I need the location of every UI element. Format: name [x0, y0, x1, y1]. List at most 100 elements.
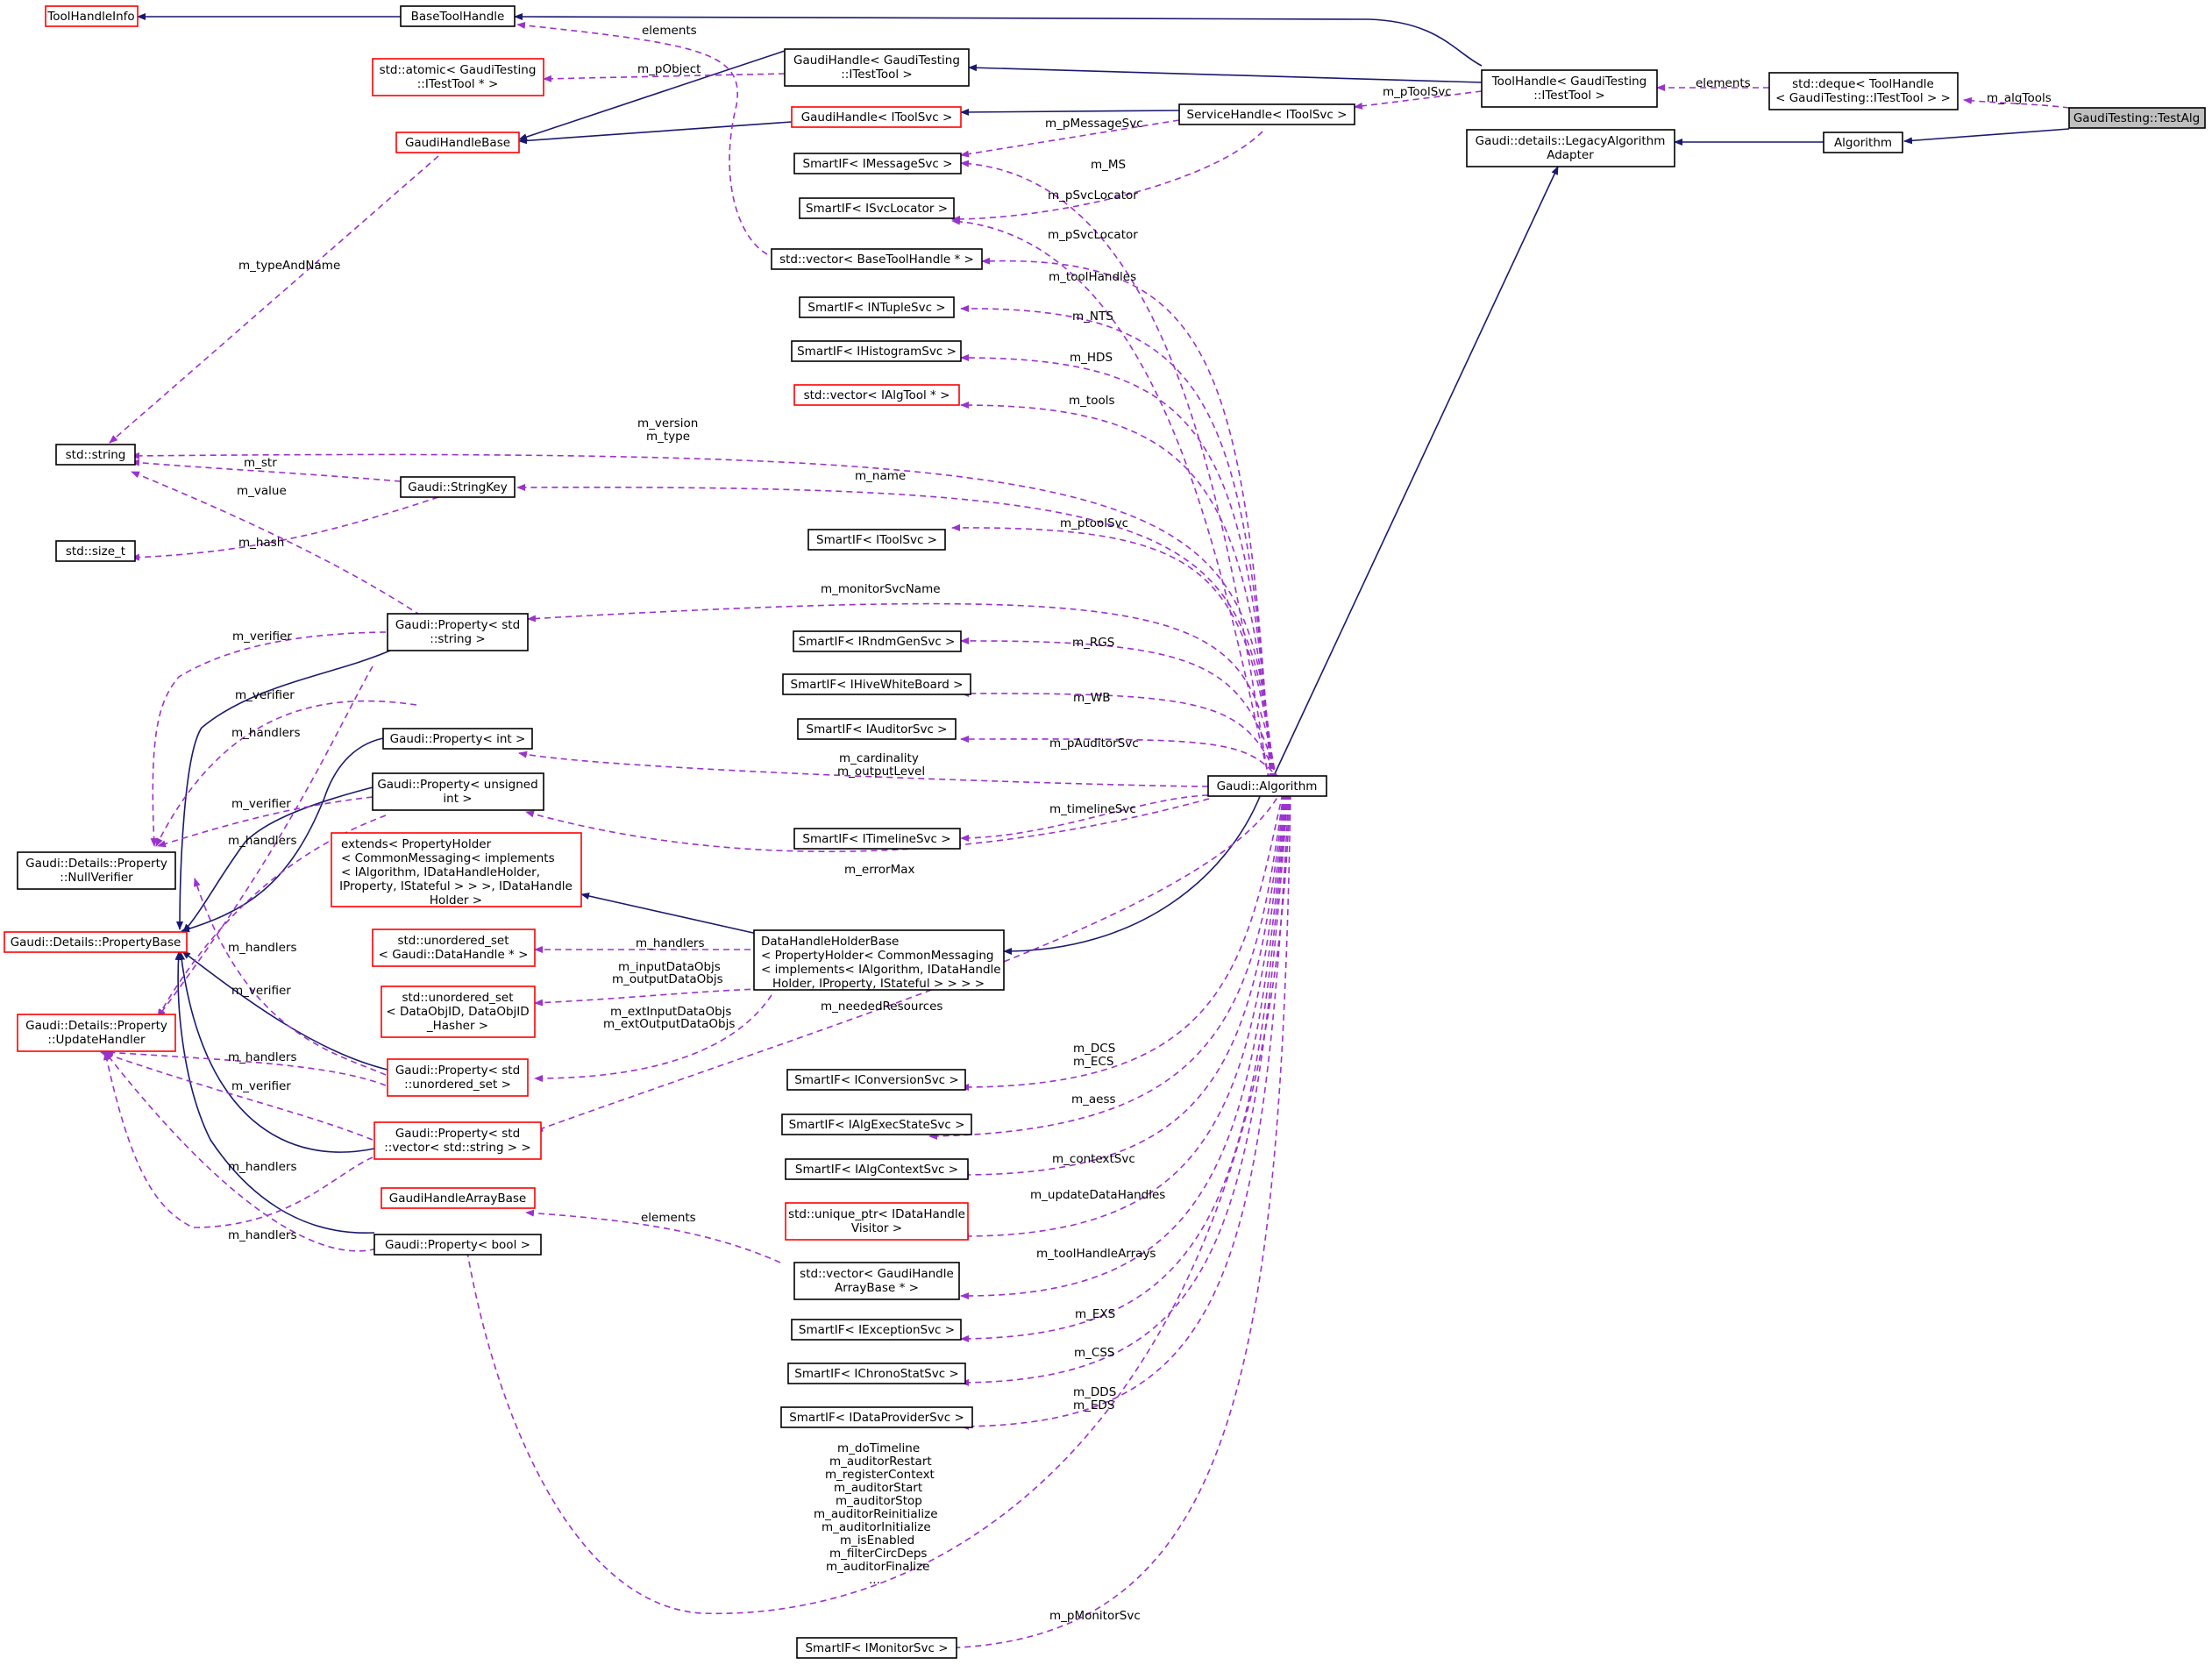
node-testalg[interactable]: GaudiTesting::TestAlg — [2068, 107, 2206, 129]
node-smartif-iexceptionsvc[interactable]: SmartIF< IExceptionSvc > — [791, 1319, 962, 1341]
node-toolhandleinfo[interactable]: ToolHandleInfo — [45, 5, 139, 27]
svg-text:SmartIF< IToolSvc >: SmartIF< IToolSvc > — [816, 533, 937, 547]
svg-text:std::vector< BaseToolHandle *: std::vector< BaseToolHandle * > — [779, 253, 974, 267]
node-smartif-itimelinesvc[interactable]: SmartIF< ITimelineSvc > — [793, 828, 961, 850]
node-smartif-irndmgensvc[interactable]: SmartIF< IRndmGenSvc > — [793, 630, 962, 652]
label-m-pobject: m_pObject — [637, 62, 701, 76]
svg-text:< Gaudi::DataHandle * >: < Gaudi::DataHandle * > — [379, 948, 529, 962]
node-smartif-ihistogramsvc[interactable]: SmartIF< IHistogramSvc > — [791, 340, 962, 362]
svg-text:std::vector< GaudiHandle: std::vector< GaudiHandle — [800, 1267, 954, 1281]
node-legacyalgorithmadapter[interactable]: Gaudi::details::LegacyAlgorithm Adapter — [1466, 129, 1675, 167]
svg-text:std::vector< IAlgTool * >: std::vector< IAlgTool * > — [804, 388, 950, 402]
node-basetoolhandle[interactable]: BaseToolHandle — [400, 5, 516, 27]
label-m-ptoolsvc-alg: m_ptoolSvc — [1060, 516, 1128, 530]
node-property-int[interactable]: Gaudi::Property< int > — [382, 728, 533, 750]
label-m-psvclocator-2: m_pSvcLocator — [1048, 228, 1138, 242]
label-m-nts: m_NTS — [1072, 309, 1113, 324]
svg-text:Gaudi::Property< bool >: Gaudi::Property< bool > — [385, 1238, 530, 1252]
svg-text:m_registerContext: m_registerContext — [825, 1468, 935, 1482]
node-property-unordered-set[interactable]: Gaudi::Property< std ::unordered_set > — [387, 1058, 529, 1097]
node-atomic-itesttool[interactable]: std::atomic< GaudiTesting ::ITestTool * … — [372, 58, 544, 96]
node-unordered-set-datahandle[interactable]: std::unordered_set < Gaudi::DataHandle *… — [372, 928, 536, 967]
node-smartif-ialgexecstatesvc[interactable]: SmartIF< IAlgExecStateSvc > — [781, 1113, 972, 1135]
label-m-toolhandlearrays: m_toolHandleArrays — [1036, 1247, 1156, 1261]
svg-text:SmartIF< IDataProviderSvc >: SmartIF< IDataProviderSvc > — [789, 1411, 964, 1425]
svg-text:m_doTimeline: m_doTimeline — [837, 1441, 920, 1455]
svg-text:::ITestTool * >: ::ITestTool * > — [417, 77, 499, 91]
svg-text:SmartIF< IMessageSvc >: SmartIF< IMessageSvc > — [803, 157, 953, 171]
node-unordered-set-dataobjid[interactable]: std::unordered_set < DataObjID, DataObjI… — [381, 985, 536, 1038]
svg-text:Gaudi::Details::Property: Gaudi::Details::Property — [25, 857, 167, 871]
svg-text:GaudiHandleBase: GaudiHandleBase — [405, 136, 510, 150]
label-m-eds: m_EDS — [1073, 1398, 1114, 1412]
label-m-neededresources: m_neededResources — [821, 1000, 942, 1014]
svg-text:GaudiHandle< IToolSvc >: GaudiHandle< IToolSvc > — [801, 110, 953, 125]
label-m-errormax: m_errorMax — [844, 863, 915, 877]
node-gaudihandle-itesttool[interactable]: GaudiHandle< GaudiTesting ::ITestTool > — [784, 48, 970, 87]
node-property-unsigned[interactable]: Gaudi::Property< unsigned int > — [372, 772, 544, 811]
node-gaudihandle-itoolsvc[interactable]: GaudiHandle< IToolSvc > — [791, 106, 962, 128]
node-gaudi-algorithm[interactable]: Gaudi::Algorithm — [1207, 775, 1327, 797]
node-propertybase[interactable]: Gaudi::Details::PropertyBase — [4, 931, 188, 953]
svg-text:::vector< std::string > >: ::vector< std::string > > — [384, 1141, 530, 1155]
node-smartif-isvclocator[interactable]: SmartIF< ISvcLocator > — [799, 197, 955, 219]
label-m-verifier-3: m_verifier — [231, 797, 291, 811]
node-smartif-imessagesvc[interactable]: SmartIF< IMessageSvc > — [793, 153, 962, 174]
label-m-ptoolsvc: m_pToolSvc — [1383, 85, 1452, 99]
node-smartif-ichronostatsvc[interactable]: SmartIF< IChronoStatSvc > — [787, 1363, 966, 1384]
node-smartif-ihivewhiteboard[interactable]: SmartIF< IHiveWhiteBoard > — [782, 673, 971, 695]
svg-text:_Hasher >: _Hasher > — [426, 1019, 488, 1033]
node-gaudihandlearraybase[interactable]: GaudiHandleArrayBase — [381, 1187, 536, 1209]
node-smartif-imonitorsvc[interactable]: SmartIF< IMonitorSvc > — [796, 1637, 957, 1659]
node-servicehandle-itoolsvc[interactable]: ServiceHandle< IToolSvc > — [1178, 103, 1355, 125]
node-property-string[interactable]: Gaudi::Property< std ::string > — [387, 613, 529, 651]
label-m-updatedatahandles: m_updateDataHandles — [1030, 1188, 1165, 1202]
label-m-pmessagesvc: m_pMessageSvc — [1045, 117, 1143, 131]
node-vector-gaudihandlearraybase[interactable]: std::vector< GaudiHandle ArrayBase * > — [793, 1262, 960, 1300]
node-property-bool[interactable]: Gaudi::Property< bool > — [373, 1234, 542, 1256]
label-m-version: m_version — [637, 416, 698, 430]
label-m-verifier-1: m_verifier — [232, 630, 292, 644]
svg-text:< GaudiTesting::ITestTool > >: < GaudiTesting::ITestTool > > — [1775, 91, 1951, 105]
svg-text:GaudiHandleArrayBase: GaudiHandleArrayBase — [389, 1192, 526, 1206]
node-smartif-ialgcontextsvc[interactable]: SmartIF< IAlgContextSvc > — [785, 1158, 969, 1180]
svg-text:m_auditorReinitialize: m_auditorReinitialize — [814, 1507, 938, 1521]
node-gaudihandlebase[interactable]: GaudiHandleBase — [395, 132, 520, 153]
svg-text:SmartIF< IExceptionSvc >: SmartIF< IExceptionSvc > — [799, 1323, 955, 1337]
node-gaudi-stringkey[interactable]: Gaudi::StringKey — [400, 476, 516, 498]
svg-text:Holder >: Holder > — [430, 893, 482, 907]
svg-text:SmartIF< IRndmGenSvc >: SmartIF< IRndmGenSvc > — [799, 635, 956, 649]
node-smartif-iconversionsvc[interactable]: SmartIF< IConversionSvc > — [786, 1069, 966, 1091]
node-unique-ptr-visitor[interactable]: std::unique_ptr< IDataHandle Visitor > — [785, 1202, 969, 1241]
node-toolhandle-itesttool[interactable]: ToolHandle< GaudiTesting ::ITestTool > — [1481, 69, 1658, 108]
node-vector-ialgtool[interactable]: std::vector< IAlgTool * > — [793, 384, 960, 406]
node-std-string[interactable]: std::string — [55, 444, 136, 466]
node-updatehandler[interactable]: Gaudi::Details::Property ::UpdateHandler — [17, 1014, 176, 1052]
node-vector-basetoolhandle[interactable]: std::vector< BaseToolHandle * > — [771, 248, 983, 270]
node-property-vector-string[interactable]: Gaudi::Property< std ::vector< std::stri… — [373, 1121, 542, 1160]
node-std-size-t[interactable]: std::size_t — [55, 540, 136, 562]
svg-text:SmartIF< IMonitorSvc >: SmartIF< IMonitorSvc > — [805, 1641, 948, 1655]
node-smartif-idataprovidersvc[interactable]: SmartIF< IDataProviderSvc > — [780, 1406, 973, 1428]
node-datahandleholderbase[interactable]: DataHandleHolderBase < PropertyHolder< C… — [753, 929, 1005, 991]
node-smartif-intuplesvc[interactable]: SmartIF< INTupleSvc > — [799, 296, 955, 318]
label-m-css: m_CSS — [1074, 1346, 1114, 1360]
label-m-handlers-3: m_handlers — [228, 941, 297, 955]
node-deque-toolhandle[interactable]: std::deque< ToolHandle < GaudiTesting::I… — [1768, 72, 1959, 110]
label-m-typeandname: m_typeAndName — [238, 259, 340, 273]
svg-text:SmartIF< IChronoStatSvc >: SmartIF< IChronoStatSvc > — [794, 1367, 959, 1381]
node-extends-holder[interactable]: extends< PropertyHolder < CommonMessagin… — [331, 832, 582, 907]
node-smartif-itoolsvc[interactable]: SmartIF< IToolSvc > — [807, 529, 946, 551]
label-m-verifier-5: m_verifier — [231, 1079, 291, 1093]
svg-text:< PropertyHolder< CommonMessag: < PropertyHolder< CommonMessaging — [761, 949, 993, 963]
svg-text:std::unordered_set: std::unordered_set — [397, 934, 509, 948]
label-m-monitorsvcname: m_monitorSvcName — [821, 582, 941, 596]
svg-text:< IAlgorithm, IDataHandleHolde: < IAlgorithm, IDataHandleHolder, — [341, 865, 540, 879]
svg-text:SmartIF< IHiveWhiteBoard >: SmartIF< IHiveWhiteBoard > — [791, 678, 964, 692]
node-algorithm[interactable]: Algorithm — [1823, 132, 1903, 153]
label-m-outputdataobjs: m_outputDataObjs — [612, 972, 723, 986]
svg-text:int >: int > — [443, 792, 472, 806]
node-smartif-iauditorsvc[interactable]: SmartIF< IAuditorSvc > — [797, 718, 957, 740]
svg-text:IProperty, IStateful > > >, ID: IProperty, IStateful > > >, IDataHandle — [339, 879, 573, 893]
node-nullverifier[interactable]: Gaudi::Details::Property ::NullVerifier — [17, 851, 176, 890]
